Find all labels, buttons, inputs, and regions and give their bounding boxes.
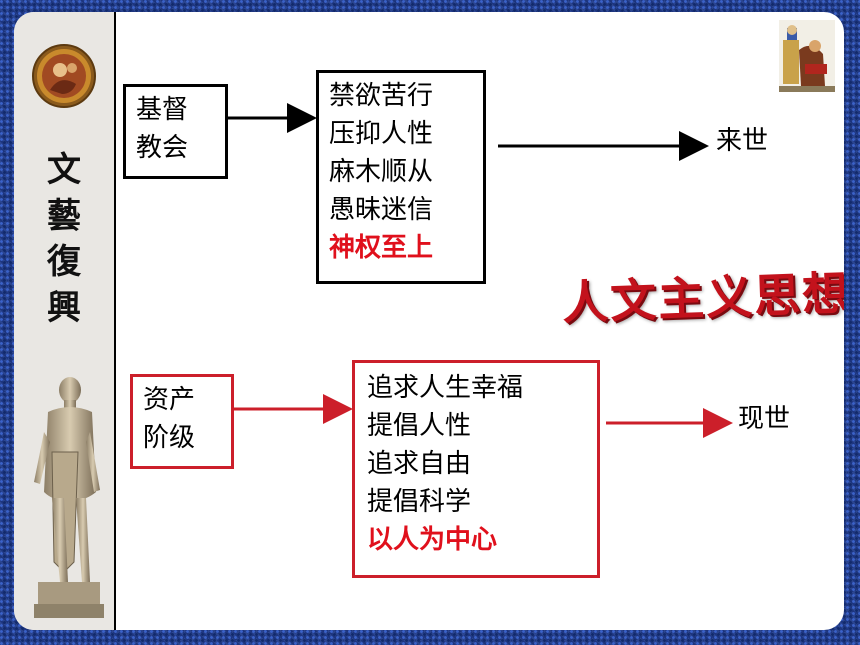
title-char: 復 bbox=[47, 242, 81, 282]
church-feature: 禁欲苦行 bbox=[329, 81, 434, 111]
bourgeoisie-features-box: 追求人生幸福 提倡人性 追求自由 提倡科学 以人为中心 bbox=[352, 360, 600, 578]
bourgeoisie-label-line: 资产 bbox=[143, 385, 196, 415]
bourgeoisie-feature: 提倡人性 bbox=[367, 411, 472, 441]
sidebar-divider bbox=[114, 12, 116, 630]
painting-icon bbox=[779, 20, 835, 92]
present-life-label: 现世 bbox=[738, 404, 791, 434]
bourgeoisie-box: 资产 阶级 bbox=[130, 374, 234, 469]
church-box: 基督 教会 bbox=[123, 84, 228, 179]
slide: 文 藝 復 興 bbox=[14, 12, 844, 630]
vertical-title: 文 藝 復 興 bbox=[36, 147, 92, 331]
bourgeoisie-label-line: 阶级 bbox=[143, 423, 196, 453]
title-char: 興 bbox=[47, 288, 81, 328]
church-feature: 压抑人性 bbox=[329, 119, 434, 149]
bourgeoisie-feature: 追求自由 bbox=[367, 449, 472, 479]
church-label-line: 教会 bbox=[136, 133, 189, 163]
title-char: 文 bbox=[47, 150, 81, 190]
flow-arrows bbox=[227, 103, 733, 438]
church-features-box: 禁欲苦行 压抑人性 麻木顺从 愚昧迷信 神权至上 bbox=[316, 70, 486, 284]
medallion-icon bbox=[32, 44, 96, 108]
church-feature: 麻木顺从 bbox=[329, 157, 434, 187]
church-highlight: 神权至上 bbox=[329, 233, 434, 263]
bourgeoisie-feature: 追求人生幸福 bbox=[367, 373, 524, 403]
bourgeoisie-feature: 提倡科学 bbox=[367, 487, 472, 517]
statue-icon bbox=[34, 377, 104, 618]
church-label-line: 基督 bbox=[136, 95, 189, 125]
church-feature: 愚昧迷信 bbox=[329, 195, 434, 225]
bourgeoisie-highlight: 以人为中心 bbox=[367, 525, 498, 555]
title-char: 藝 bbox=[47, 196, 81, 236]
sidebar: 文 藝 復 興 bbox=[14, 12, 114, 630]
humanism-title: 人文主义思想 bbox=[561, 265, 844, 331]
afterlife-label: 来世 bbox=[716, 126, 769, 156]
